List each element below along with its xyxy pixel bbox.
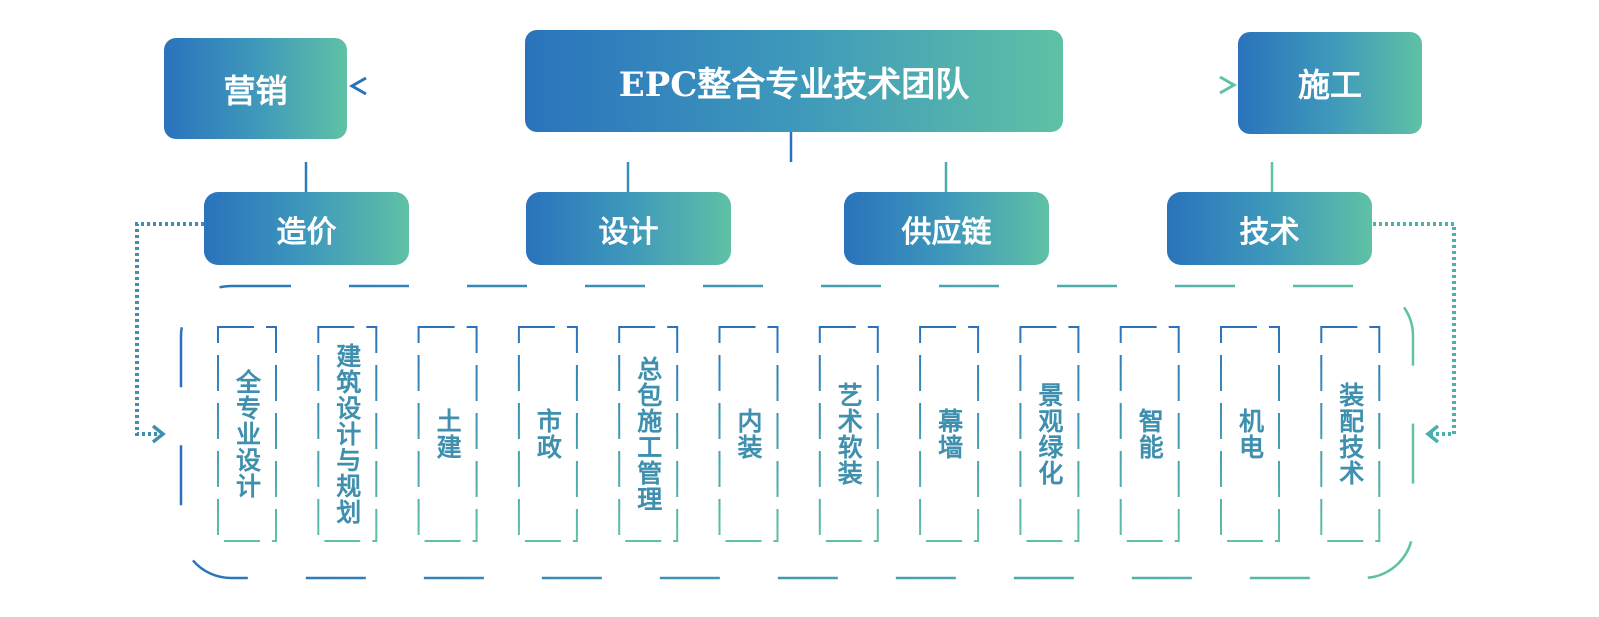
dept-supply-chain-box: 供应链 xyxy=(844,192,1049,265)
discipline-label: 土建 xyxy=(433,408,463,460)
dept-design-box: 设计 xyxy=(526,192,731,265)
discipline-frame xyxy=(919,326,980,542)
discipline-frame xyxy=(217,326,277,542)
discipline-frame xyxy=(818,326,879,542)
dept-cost-box: 造价 xyxy=(204,192,409,265)
discipline-label: 装配技术 xyxy=(1335,382,1365,486)
right-dotted-loop xyxy=(1373,222,1456,436)
discipline-label: 幕墙 xyxy=(934,408,964,460)
discipline-frame xyxy=(417,326,478,542)
dept-supply-chain-label: 供应链 xyxy=(901,214,992,250)
dept-cost-label: 造价 xyxy=(276,214,337,250)
marketing-box: 营销 xyxy=(164,38,347,139)
discipline-frame xyxy=(1119,326,1180,542)
discipline-label: 内装 xyxy=(734,408,763,460)
discipline-label: 机电 xyxy=(1235,408,1265,460)
discipline-frame xyxy=(618,326,679,542)
discipline-frame xyxy=(317,326,378,542)
dept-design-label: 设计 xyxy=(598,214,659,250)
discipline-label: 艺术软装 xyxy=(834,382,864,486)
discipline-label: 全专业设计 xyxy=(232,369,262,499)
marketing-label: 营销 xyxy=(223,71,288,110)
right-loop-arrowhead xyxy=(1425,424,1440,444)
construction-label: 施工 xyxy=(1297,66,1362,104)
discipline-frame xyxy=(517,326,578,542)
discipline-label: 建筑设计与规划 xyxy=(332,343,362,525)
discipline-frame xyxy=(1220,326,1280,542)
left-loop-arrowhead xyxy=(151,424,166,444)
discipline-label: 智能 xyxy=(1135,408,1165,460)
discipline-label: 市政 xyxy=(533,408,563,460)
team-title: EPC整合专业技术团队 xyxy=(618,64,970,105)
arrow-head-left xyxy=(348,76,367,96)
discipline-frames xyxy=(217,326,1381,542)
construction-box: 施工 xyxy=(1238,32,1422,134)
discipline-label: 总包施工管理 xyxy=(633,356,663,512)
discipline-frame xyxy=(1019,326,1080,542)
discipline-frame xyxy=(1320,326,1381,542)
disciplines-container xyxy=(179,284,1415,580)
dept-technology-box: 技术 xyxy=(1167,192,1372,265)
team-title-box: EPC整合专业技术团队 xyxy=(525,30,1063,132)
arrow-head-right xyxy=(1219,75,1238,95)
discipline-frame xyxy=(718,326,779,542)
discipline-label: 景观绿化 xyxy=(1034,382,1064,486)
dept-technology-label: 技术 xyxy=(1239,214,1300,250)
left-dotted-loop xyxy=(135,222,204,436)
